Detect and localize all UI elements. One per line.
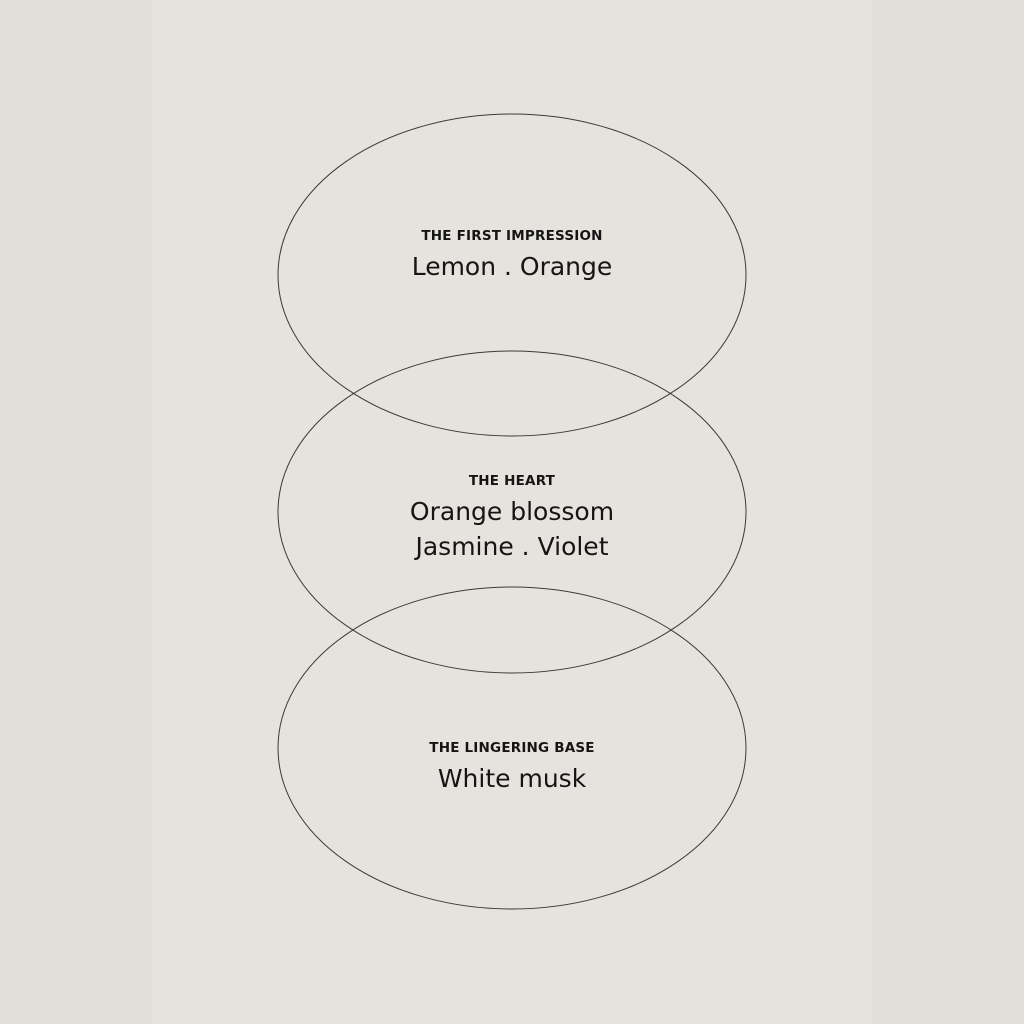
base-notes-block: THE LINGERING BASE White musk	[312, 739, 712, 796]
heart-notes-block: THE HEART Orange blossom Jasmine . Viole…	[312, 472, 712, 564]
base-ring	[277, 586, 747, 910]
heart-notes-label: THE HEART	[468, 473, 556, 489]
background-panel	[152, 0, 872, 1024]
top-notes-list: Lemon . Orange	[411, 252, 613, 281]
base-notes-list: White musk	[437, 764, 587, 793]
heart-ring	[277, 350, 747, 674]
base-notes-label: THE LINGERING BASE	[429, 740, 595, 756]
top-ring	[277, 113, 747, 437]
heart-notes-list: Orange blossom Jasmine . Violet	[409, 497, 615, 561]
top-notes-label: THE FIRST IMPRESSION	[421, 228, 603, 244]
top-notes-block: THE FIRST IMPRESSION Lemon . Orange	[312, 227, 712, 284]
